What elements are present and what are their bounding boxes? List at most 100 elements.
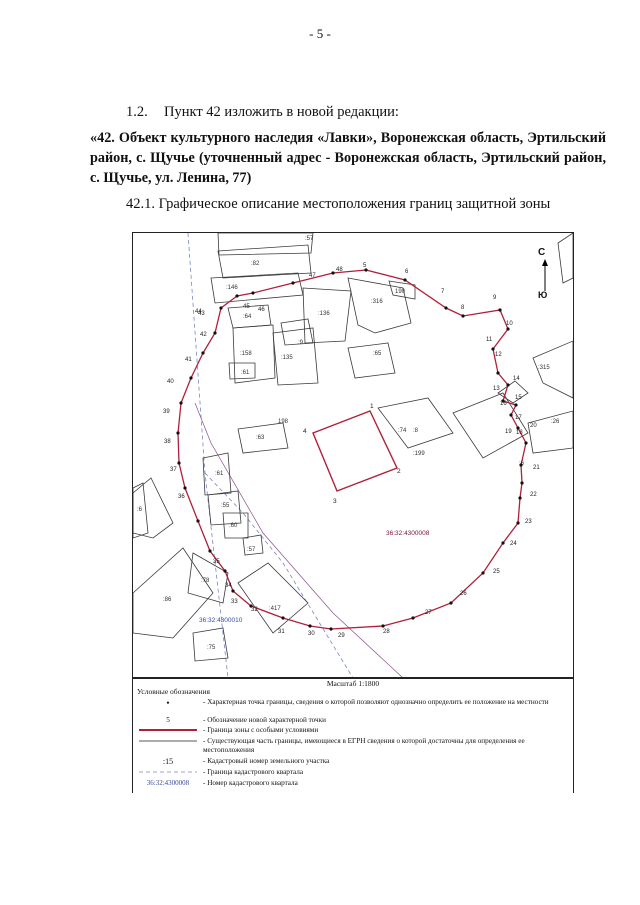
zone-point-label: 6 — [405, 269, 409, 275]
compass — [542, 259, 548, 291]
parcel-label: :57 — [247, 547, 256, 553]
zone-point — [176, 431, 180, 435]
zone-point-label: 40 — [167, 379, 174, 385]
map-legend: Масштаб 1:1800 Условные обозначения • - … — [132, 677, 574, 793]
zone-point-label: 14 — [513, 376, 520, 382]
zone-point — [177, 461, 181, 465]
zone-point-label: 9 — [493, 295, 497, 301]
parcel-label: :86 — [163, 597, 172, 603]
parcel-label: :55 — [221, 503, 230, 509]
legend-text: - Существующая часть границы, имеющиеся … — [203, 737, 525, 754]
zone-point-label: 5 — [363, 263, 367, 269]
zone-point — [518, 496, 522, 500]
item-text: Пункт 42 изложить в новой редакции: — [164, 104, 399, 120]
zone-point-label: 23 — [525, 519, 532, 525]
zone-point-label: 25 — [493, 569, 500, 575]
zone-point — [208, 549, 212, 553]
map-drawing: :57 :8 2 :146 :6 4 :136 :316 190 :9 :158 :135 :65 :61… — [133, 233, 573, 678]
quarter-label-main: 36:32:4300008 — [386, 530, 430, 537]
page-number: - 5 - — [309, 26, 331, 41]
parcel-label: :9 — [298, 340, 304, 346]
zone-point — [524, 441, 528, 445]
zone-point-label: 12 — [495, 352, 502, 358]
zone-point-label: 19 — [505, 429, 512, 435]
zone-point — [444, 306, 448, 310]
zone-point-label: 20 — [530, 423, 537, 429]
zone-point-label: 45 — [243, 304, 250, 310]
legend-title: Условные обозначения — [137, 687, 210, 696]
compass-north: С — [538, 247, 546, 258]
legend-symbol-existing-line — [137, 737, 199, 747]
parcel-label: :146 — [226, 285, 238, 291]
map-scale: Масштаб 1:1800 — [326, 679, 380, 688]
parcel-label: :135 — [281, 355, 293, 361]
parcel-label: :75 — [207, 645, 216, 651]
zone-point-label: 47 — [309, 273, 316, 279]
zone-point-label: 46 — [258, 307, 265, 313]
object-point-label: 2 — [397, 468, 401, 475]
zone-map: :57 :8 2 :146 :6 4 :136 :316 190 :9 :158 :135 :65 :61… — [132, 232, 574, 679]
zone-point-label: 15 — [515, 395, 522, 401]
parcel-label: :136 — [318, 311, 330, 317]
zone-point-label: 48 — [336, 267, 343, 273]
zone-point — [249, 604, 253, 608]
zone-point — [501, 541, 505, 545]
zone-point — [516, 521, 520, 525]
zone-point — [196, 519, 200, 523]
zone-point-label: 41 — [185, 357, 192, 363]
object-description: «42. Объект культурного наследия «Лавки»… — [90, 130, 606, 186]
parcel-label: :316 — [371, 299, 383, 305]
parcel-label: :78 — [201, 578, 210, 584]
zone-point — [481, 571, 485, 575]
quarter-label-secondary: 36:32:4300010 — [199, 617, 243, 624]
zone-point-label: 33 — [231, 599, 238, 605]
zone-point — [403, 278, 407, 282]
zone-point-label: 34 — [225, 583, 232, 589]
object-point-label: 4 — [303, 428, 307, 435]
legend-text: - Граница зоны с особыми условиями — [203, 726, 319, 734]
zone-point-label: 32 — [251, 607, 258, 613]
zone-point-label: 11 — [486, 337, 493, 343]
zone-point — [491, 347, 495, 351]
amendment-item: 1.2.Пункт 42 изложить в новой редакции: — [126, 104, 399, 121]
zone-point — [251, 291, 255, 295]
zone-point — [519, 463, 523, 467]
zone-point-label: 24 — [510, 541, 517, 547]
zone-point-label: 30 — [308, 631, 315, 637]
legend-symbol-parcel: :15 — [162, 757, 174, 766]
zone-point — [514, 403, 518, 407]
zone-point — [281, 616, 285, 620]
parcel-label: :61 — [215, 471, 224, 477]
zone-point-label: 16 — [500, 401, 507, 407]
zone-point — [223, 569, 227, 573]
parcel-label: :65 — [373, 351, 382, 357]
zone-point-label: 13 — [493, 386, 500, 392]
legend-text: - Обозначение новой характерной точки — [203, 716, 327, 724]
zone-boundary — [177, 269, 527, 630]
legend-text: - Граница кадастрового квартала — [203, 768, 304, 776]
parcel-label: :6 — [137, 507, 143, 513]
quarter-boundary-inner — [194, 402, 404, 678]
zone-point-label: 43 — [198, 311, 205, 317]
parcel-label: :315 — [538, 365, 550, 371]
zone-point-label: 17 — [515, 415, 522, 421]
zone-point — [189, 376, 193, 380]
parcel-label: :8 — [413, 428, 419, 434]
legend-text: - Кадастровый номер земельного участка — [203, 757, 330, 765]
zone-point — [183, 486, 187, 490]
parcel-label: 198 — [278, 419, 289, 425]
parcels — [133, 233, 573, 662]
zone-point — [179, 401, 183, 405]
parcel-label: :417 — [269, 606, 281, 612]
zone-point-label: 39 — [163, 409, 170, 415]
zone-point — [235, 294, 239, 298]
object-polygon — [312, 410, 398, 492]
parcel-label: :158 — [240, 351, 252, 357]
zone-point-label: 35 — [213, 559, 220, 565]
zone-point-label: 27 — [425, 610, 432, 616]
object-point-label: 3 — [333, 498, 337, 505]
zone-point — [516, 426, 520, 430]
zone-point — [520, 481, 524, 485]
parcel-label: 190 — [395, 289, 406, 295]
quarter-boundaries — [187, 233, 354, 678]
